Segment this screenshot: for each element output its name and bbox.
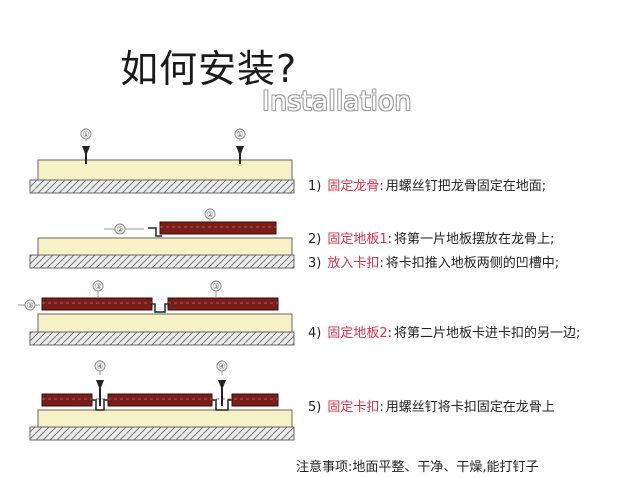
step-2: 2)固定地板1:将第一片地板摆放在龙骨上; (308, 232, 555, 247)
floor-board (41, 393, 93, 407)
clip-icon (148, 227, 162, 237)
marker-label: ③ (212, 282, 219, 291)
joist (37, 159, 293, 181)
marker-label: ① (236, 130, 243, 139)
floor-board (159, 221, 277, 235)
floor-board (167, 297, 279, 311)
step-5: 5)固定卡扣:用螺丝钉将卡扣固定在龙骨上 (308, 400, 555, 415)
step-number: 2) (308, 232, 322, 247)
ground (29, 179, 295, 194)
marker-2-icon (204, 208, 216, 221)
clip-icon (212, 399, 232, 411)
marker-label: ① (82, 130, 89, 139)
installation-note: 注意事项:地面平整、干净、干燥,能打钉子 (296, 460, 539, 475)
step-3: 3)放入卡扣:将卡扣推入地板两侧的凹槽中; (308, 256, 560, 271)
step-heading: 固定地板1 (327, 232, 388, 247)
page-title: 如何安装? (120, 47, 298, 91)
panel-step-2-3 (29, 208, 295, 269)
step-text: 用螺丝钉把龙骨固定在地面; (385, 179, 547, 194)
marker-4-icon (94, 360, 228, 375)
step-4: 4)固定地板2:将第二片地板卡进卡扣的另一边; (308, 326, 581, 341)
marker-label: ② (206, 210, 213, 219)
panel-step-5 (29, 360, 295, 441)
panel-step-4 (18, 280, 295, 346)
step-heading: 固定龙骨 (327, 179, 380, 194)
screw-icon (96, 380, 226, 406)
marker-label: ④ (96, 362, 103, 371)
step-heading: 放入卡扣 (327, 256, 380, 271)
step-1: 1)固定龙骨:用螺丝钉把龙骨固定在地面; (308, 179, 547, 194)
marker-3-icon (18, 280, 222, 311)
step-text: 将卡扣推入地板两侧的凹槽中; (385, 256, 560, 271)
marker-label: ② (116, 225, 123, 234)
step-number: 4) (308, 326, 322, 341)
marker-label: ④ (218, 362, 225, 371)
step-number: 3) (308, 256, 322, 271)
page-subtitle: Installation (262, 86, 412, 117)
marker-1-icon (80, 128, 246, 141)
marker-label: ③ (94, 282, 101, 291)
floor-board (231, 393, 279, 407)
arrow-icon (104, 223, 144, 235)
step-text: 将第二片地板卡进卡扣的另一边; (394, 326, 581, 341)
screw-icon (236, 146, 244, 164)
floor-board (41, 297, 153, 311)
step-number: 5) (308, 400, 322, 415)
clip-icon (150, 303, 170, 313)
clip-icon (92, 399, 108, 411)
marker-label: ③ (26, 301, 33, 310)
step-number: 1) (308, 179, 322, 194)
floor-board (107, 393, 213, 407)
screw-icon (82, 146, 90, 164)
step-heading: 固定地板2 (327, 326, 388, 341)
step-text: 将第一片地板摆放在龙骨上; (394, 232, 555, 247)
step-text: 用螺丝钉将卡扣固定在龙骨上 (385, 400, 555, 415)
step-heading: 固定卡扣 (327, 400, 380, 415)
panel-step-1 (29, 128, 295, 194)
